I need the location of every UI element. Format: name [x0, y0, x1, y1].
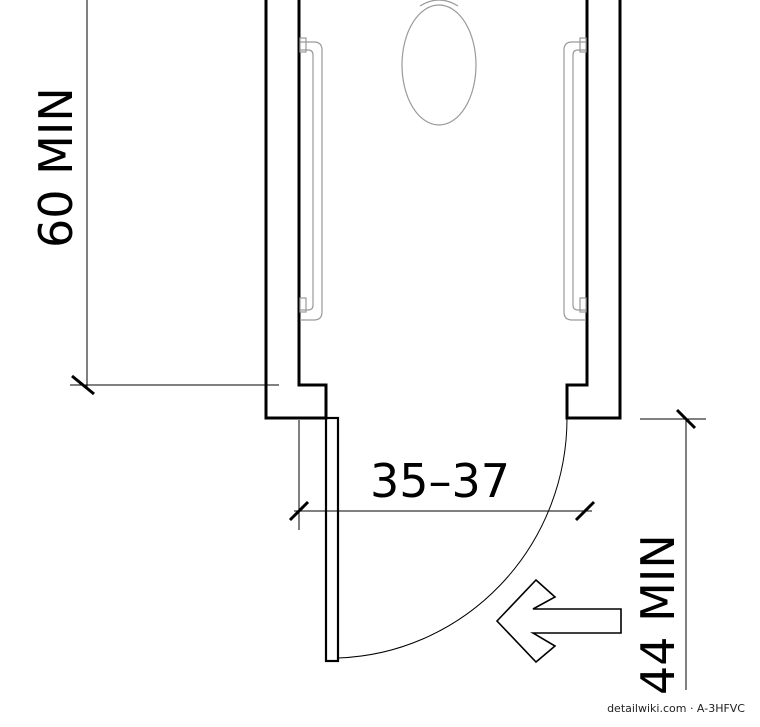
clearance-dimension	[640, 408, 706, 690]
depth-dimension	[70, 0, 279, 396]
clearance-label: 44 MIN	[631, 534, 685, 695]
door-width-dimension	[288, 420, 596, 530]
right-partition-wall	[565, 0, 622, 420]
toilet-tank	[419, 0, 459, 7]
toilet-icon	[401, 4, 477, 126]
arrow-left-icon	[495, 578, 622, 664]
depth-label: 60 MIN	[29, 87, 83, 248]
grab-bar-icon	[299, 37, 323, 321]
credit-text: detailwiki.com · A-3HFVC	[607, 702, 745, 715]
door-leaf	[324, 416, 340, 663]
door-swing-arc	[337, 417, 568, 659]
left-partition-wall	[264, 0, 328, 420]
door-width-label: 35–37	[370, 454, 510, 508]
grab-bar-icon	[563, 37, 587, 321]
